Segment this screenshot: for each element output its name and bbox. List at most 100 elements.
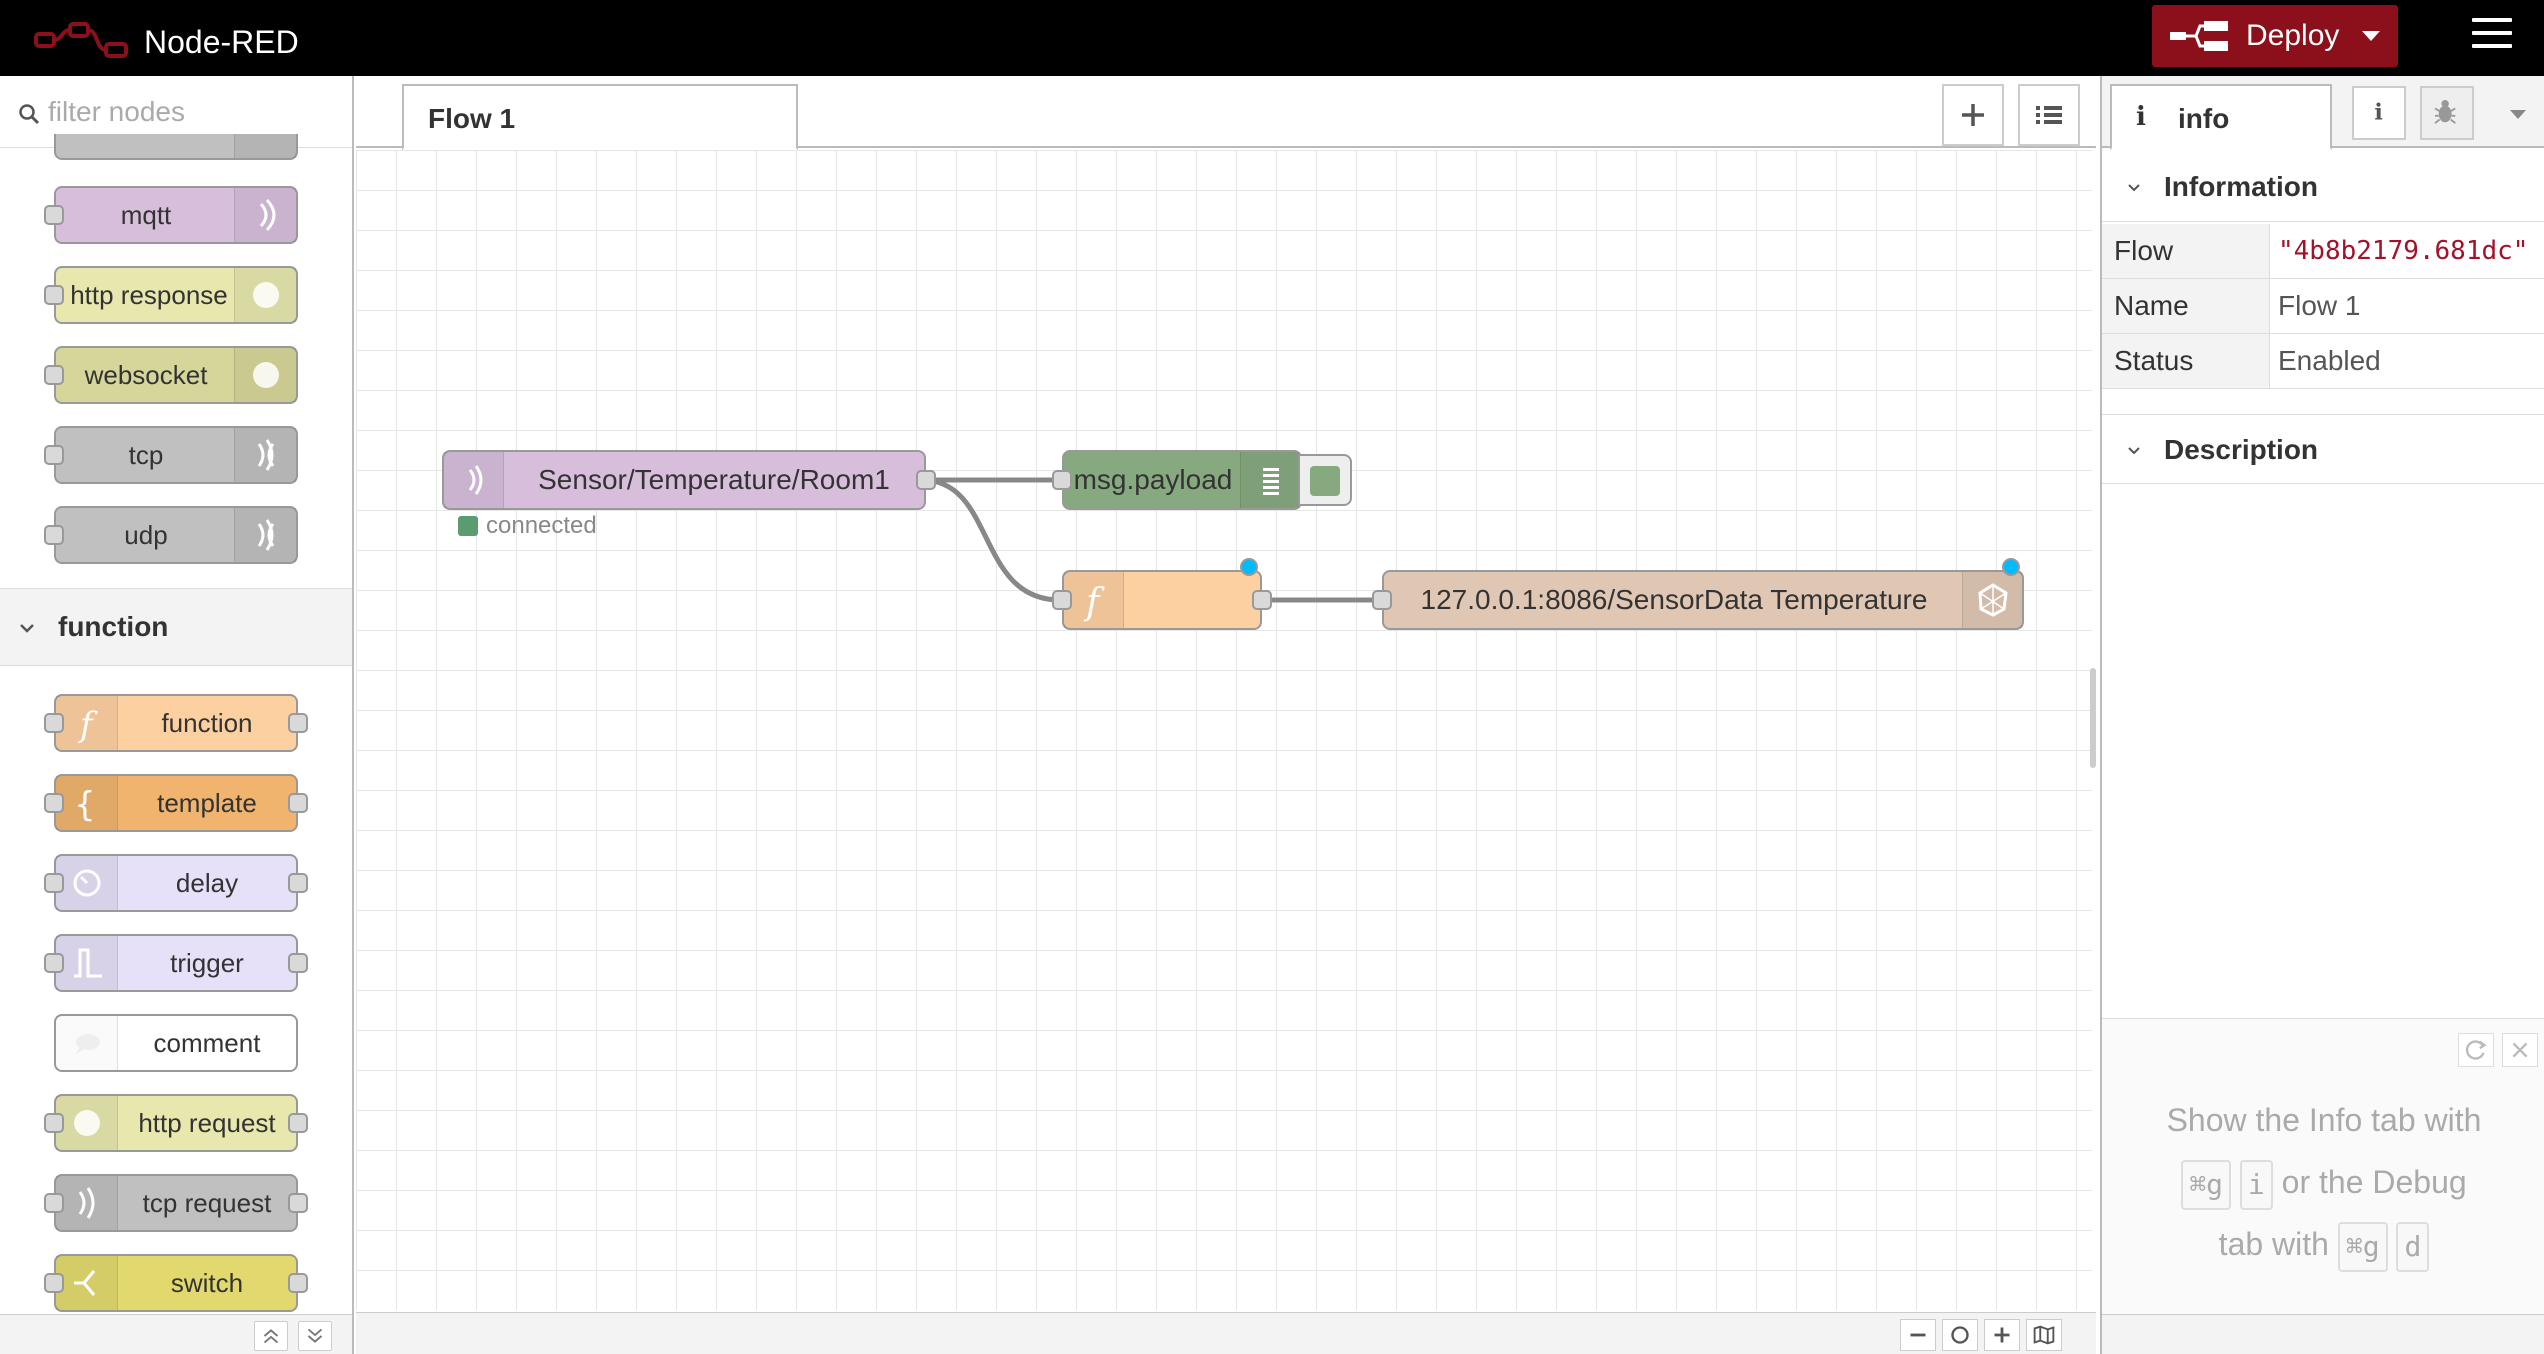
output-port[interactable] <box>916 470 936 490</box>
node-label: msg.payload <box>1073 464 1233 495</box>
pulse-icon <box>56 936 118 990</box>
input-port[interactable] <box>1052 470 1072 490</box>
tip-line-1: Show the Info tab with <box>2166 1102 2482 1138</box>
info-tab-button[interactable]: i <box>2352 86 2406 140</box>
tip-text: Show the Info tab with ⌘g i or the Debug… <box>2132 1089 2516 1275</box>
palette-node-websocket[interactable]: websocket <box>44 346 298 404</box>
deploy-icon <box>2170 21 2228 51</box>
section-description[interactable]: Description <box>2102 414 2544 484</box>
list-flows-button[interactable] <box>2018 84 2080 146</box>
input-port <box>44 793 64 813</box>
sidebar-resize-handle[interactable] <box>2090 668 2096 768</box>
zoom-in-button[interactable] <box>1984 1319 2020 1351</box>
filter-nodes-input[interactable] <box>48 92 338 132</box>
deploy-button[interactable]: Deploy <box>2152 5 2398 67</box>
close-icon <box>2512 1042 2528 1058</box>
close-tips-button[interactable] <box>2502 1033 2538 1067</box>
info-icon: i <box>2136 102 2146 132</box>
flow-node-influxdb-out[interactable]: 127.0.0.1:8086/SensorData Temperature <box>1372 570 2024 630</box>
category-label: function <box>58 611 169 642</box>
flow-canvas[interactable]: Sensor/Temperature/Room1 connected msg.p… <box>356 150 2092 1310</box>
output-port <box>288 1193 308 1213</box>
input-port <box>44 205 64 225</box>
debug-tab-button[interactable] <box>2420 86 2474 140</box>
node-changed-indicator <box>2002 558 2020 576</box>
collapse-all-button[interactable] <box>254 1321 288 1351</box>
palette-footer <box>0 1314 352 1354</box>
zoom-out-button[interactable] <box>1900 1319 1936 1351</box>
node-changed-indicator <box>1240 558 1258 576</box>
search-icon <box>19 104 40 125</box>
header-bar: Node-RED Deploy <box>0 0 2544 76</box>
navigator-button[interactable] <box>2026 1319 2062 1351</box>
palette-node-function[interactable]: f function <box>44 694 308 752</box>
section-information[interactable]: Information <box>2102 152 2544 222</box>
app-title: Node-RED <box>144 24 299 60</box>
tab-info[interactable]: i info <box>2110 84 2332 150</box>
tip-line-3: tab with ⌘g d <box>2132 1213 2516 1275</box>
expand-all-button[interactable] <box>298 1321 332 1351</box>
palette-node-partial[interactable] <box>54 134 298 160</box>
sidebar-menu-caret-icon[interactable] <box>2500 94 2536 132</box>
deploy-label: Deploy <box>2246 19 2340 52</box>
input-port[interactable] <box>1052 590 1072 610</box>
globe-icon <box>56 1096 118 1150</box>
palette-node-label: function <box>161 708 253 738</box>
output-port <box>288 713 308 733</box>
deploy-menu-caret-icon[interactable] <box>2362 31 2380 41</box>
debug-toggle-button[interactable] <box>1298 454 1352 506</box>
palette-node-http-response[interactable]: http response <box>44 266 298 324</box>
wire-mqtt-function <box>921 477 1061 603</box>
palette-node-label: http response <box>70 280 228 310</box>
switch-fork-icon <box>56 1256 118 1310</box>
zoom-reset-button[interactable] <box>1942 1319 1978 1351</box>
bug-icon <box>2434 100 2456 124</box>
chevrons-down-icon <box>307 1328 323 1343</box>
palette-node-tcp[interactable]: tcp <box>44 426 298 484</box>
info-key: Status <box>2102 334 2270 388</box>
palette-node-template[interactable]: { template <box>44 774 308 832</box>
list-icon <box>2036 106 2062 124</box>
section-label: Description <box>2164 434 2319 465</box>
svg-text:f: f <box>1083 582 1105 623</box>
debug-toggle-indicator <box>1310 466 1340 496</box>
refresh-icon <box>2465 1040 2487 1060</box>
wifi-icon <box>234 428 296 482</box>
flow-node-debug[interactable]: msg.payload <box>1052 450 1302 510</box>
svg-text:{: { <box>74 785 96 825</box>
palette-node-label: tcp <box>128 440 164 470</box>
palette-node-http-request[interactable]: http request <box>44 1094 308 1152</box>
palette-category-function[interactable]: function <box>0 588 352 666</box>
workspace-footer <box>356 1312 2096 1354</box>
next-tip-button[interactable] <box>2458 1033 2494 1067</box>
workspace-tabs: Flow 1 <box>356 76 2096 150</box>
palette-node-trigger[interactable]: trigger <box>44 934 308 992</box>
chevrons-up-icon <box>263 1329 279 1344</box>
timer-icon <box>56 856 118 910</box>
node-label <box>1124 572 1260 628</box>
palette-node-udp[interactable]: udp <box>44 506 298 564</box>
tab-flow-1[interactable]: Flow 1 <box>402 84 798 150</box>
tips-panel: Show the Info tab with ⌘g i or the Debug… <box>2102 1018 2544 1314</box>
chevron-down-icon <box>20 624 34 633</box>
template-brace-icon: { <box>56 776 118 830</box>
tip-mid-text: or the Debug <box>2281 1164 2467 1200</box>
minus-icon <box>1910 1333 1926 1337</box>
main-menu-icon[interactable] <box>2472 18 2512 54</box>
flow-node-mqtt-in[interactable]: Sensor/Temperature/Room1 <box>442 450 936 510</box>
chevron-down-icon <box>2128 184 2140 192</box>
palette-node-switch[interactable]: switch <box>44 1254 308 1312</box>
chevron-down-icon <box>2128 447 2140 455</box>
palette-node-delay[interactable]: delay <box>44 854 308 912</box>
input-port <box>44 1113 64 1133</box>
output-port[interactable] <box>1252 590 1272 610</box>
palette-node-comment[interactable]: comment <box>54 1014 298 1072</box>
input-port[interactable] <box>1372 590 1392 610</box>
node-status-text: connected <box>486 512 597 539</box>
flow-node-function[interactable]: f <box>1052 570 1272 630</box>
input-port <box>44 445 64 465</box>
palette-node-tcp-request[interactable]: tcp request <box>44 1174 308 1232</box>
add-flow-button[interactable] <box>1942 84 2004 146</box>
palette-node-mqtt[interactable]: mqtt <box>44 186 298 244</box>
info-row-name: Name Flow 1 <box>2102 279 2544 334</box>
